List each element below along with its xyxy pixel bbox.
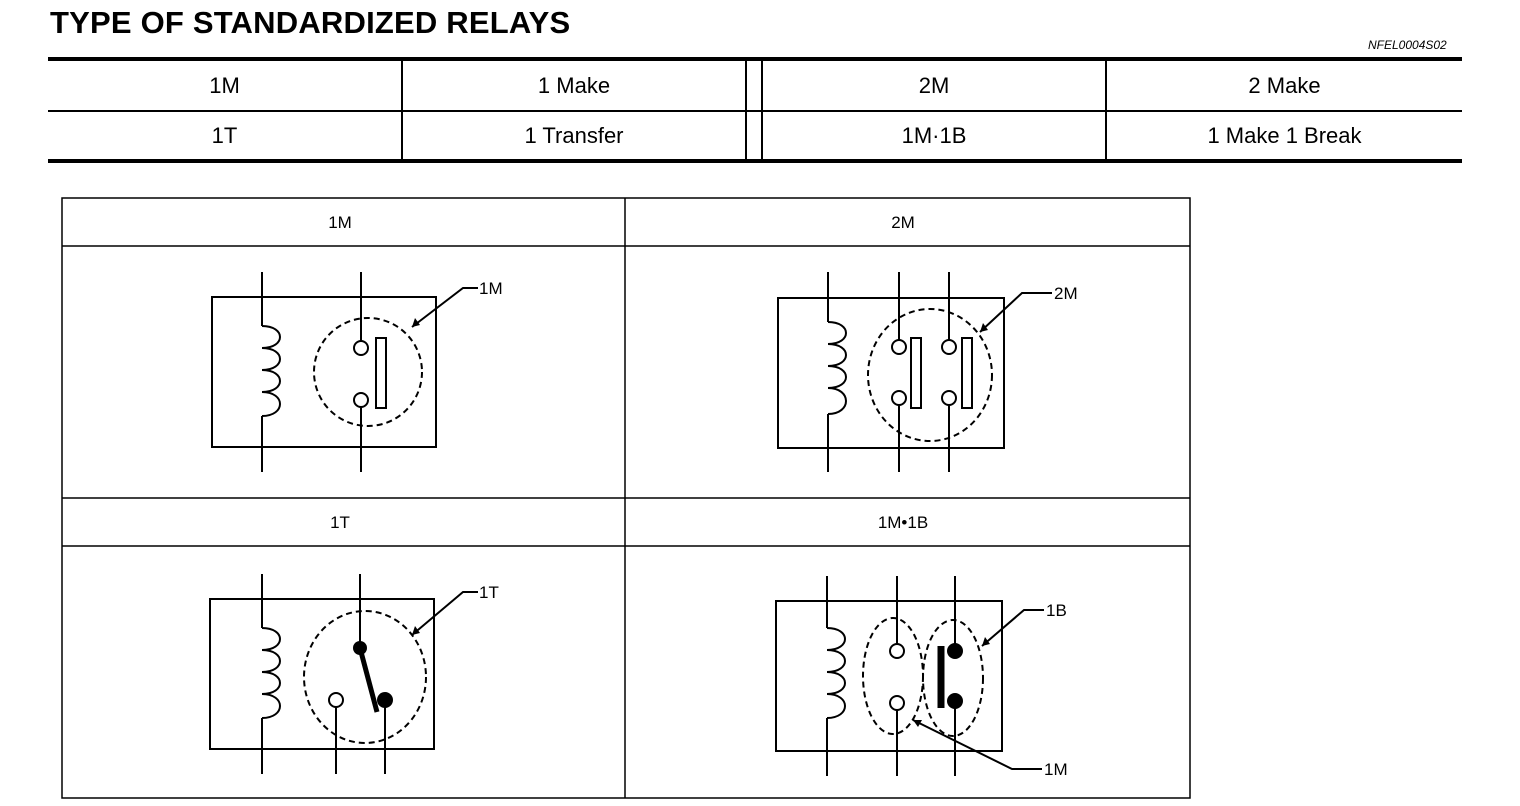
relay-1m-symbol [211,272,478,472]
callout-leader [981,609,1044,647]
coil-icon [261,325,281,417]
contact-point-icon [353,641,367,655]
terminal-icon [891,339,907,355]
coil-icon [827,321,847,415]
reference-code: NFEL0004S02 [1368,38,1447,52]
contact-bar-icon [910,337,922,409]
table-column-divider [761,61,763,159]
callout-label-1b: 1B [1046,601,1067,620]
coil-icon [261,627,281,719]
transfer-arm-icon [357,647,380,713]
page-title: TYPE OF STANDARDIZED RELAYS [50,5,571,40]
terminal-icon [353,340,369,356]
callout-leader [411,287,478,328]
contact-group-outline [303,610,427,744]
panel-header-1t: 1T [330,513,350,532]
terminal-icon [941,390,957,406]
callout-leader [411,591,478,636]
break-contact-outline [922,619,984,737]
contact-group-outline [313,317,423,427]
callout-leader [912,719,1042,770]
relay-2m-symbol [777,272,1052,472]
table-cell-meaning: 1 Make [537,73,611,98]
relay-1t-symbol [209,574,478,774]
table-cell-code: 1M [209,73,240,98]
callout-leader [979,292,1052,333]
relay-1m-1b-symbol [775,576,1044,776]
panel-header-1m: 1M [328,213,352,232]
callout-arrowhead-icon [913,720,922,727]
terminal-icon [889,643,905,659]
panel-header-1m-1b: 1M•1B [878,513,928,532]
relay-type-table: 1M 1 Make 2M 2 Make 1T 1 Transfer 1M·1B … [48,57,1462,163]
callout-label-2m: 2M [1054,284,1078,303]
table-row-divider [48,110,1462,112]
table-cell-code: 1T [211,123,238,148]
terminal-icon [891,390,907,406]
callout-label-1t: 1T [479,583,499,602]
contact-point-icon [377,692,393,708]
callout-arrowhead-icon [980,323,988,332]
terminal-icon [889,695,905,711]
diagram-grid-lines [61,197,1191,799]
table-cell-meaning: 1 Transfer [524,123,624,148]
make-contact-outline [862,617,924,735]
coil-icon [826,627,846,719]
contact-bar-icon [375,337,387,409]
terminal-icon [941,339,957,355]
terminal-icon [353,392,369,408]
table-column-divider [401,61,403,159]
terminal-icon [328,692,344,708]
callout-label-1m: 1M [479,279,503,298]
contact-point-icon [947,693,963,709]
table-column-divider [745,61,747,159]
callout-label-1m: 1M [1044,760,1068,779]
table-column-divider [1105,61,1107,159]
contact-group-outline [867,308,993,442]
callout-arrowhead-icon [412,318,420,327]
table-cell-code: 1M·1B [901,123,967,148]
table-cell-meaning: 2 Make [1248,73,1321,98]
table-cell-code: 2M [918,73,950,98]
callout-arrowhead-icon [412,626,420,635]
panel-header-2m: 2M [891,213,915,232]
callout-arrowhead-icon [982,637,990,646]
table-cell-meaning: 1 Make 1 Break [1207,123,1362,148]
contact-point-icon [947,643,963,659]
contact-bar-icon [961,337,973,409]
